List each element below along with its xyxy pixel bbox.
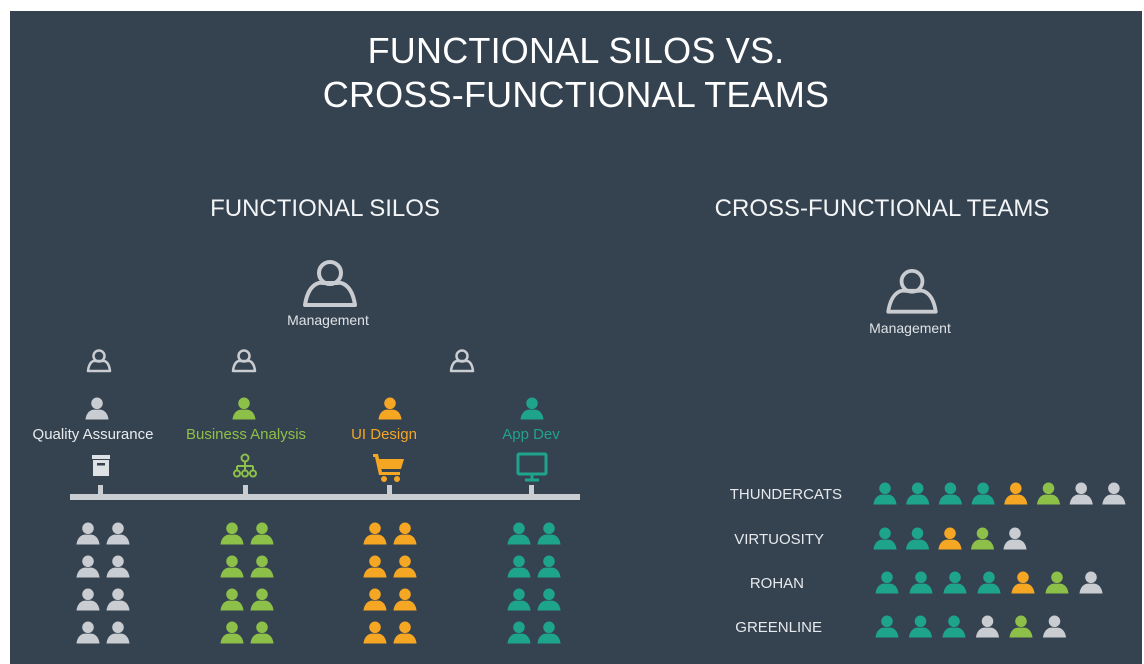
shopping-cart-icon (373, 454, 404, 482)
member-person-icon (363, 621, 387, 644)
member-person-icon (507, 522, 531, 545)
hierarchy-icon (233, 453, 257, 478)
cross-heading: CROSS-FUNCTIONAL TEAMS (714, 195, 1050, 222)
team-member-person-icon (875, 571, 899, 594)
member-person-icon (250, 522, 274, 545)
team-member-person-icon (873, 527, 897, 550)
infographic-panel: FUNCTIONAL SILOS VS. CROSS-FUNCTIONAL TE… (10, 11, 1142, 664)
team-member-person-icon (943, 571, 967, 594)
member-person-icon (393, 588, 417, 611)
team-member-person-icon (906, 482, 930, 505)
team-member-person-icon (1045, 571, 1069, 594)
member-person-icon (393, 522, 417, 545)
team-member-person-icon (909, 571, 933, 594)
member-person-icon (537, 555, 561, 578)
cross-management-label: Management (869, 320, 951, 336)
member-person-icon (220, 555, 244, 578)
dept-label-quality-assurance: Quality Assurance (32, 426, 154, 443)
member-person-icon (537, 588, 561, 611)
member-person-icon (363, 588, 387, 611)
team-member-person-icon (1004, 482, 1028, 505)
connector-bar (70, 485, 580, 500)
department-lead-person-icon (85, 397, 109, 420)
monitor-icon (516, 452, 548, 482)
member-person-icon (250, 555, 274, 578)
team-member-person-icon (942, 615, 966, 638)
department-lead-person-icon (232, 397, 256, 420)
dept-label-app-dev: App Dev (502, 426, 560, 443)
diagram-canvas (70, 260, 1126, 644)
department-lead-person-icon (378, 397, 402, 420)
team-member-person-icon (938, 482, 962, 505)
member-person-icon (106, 588, 130, 611)
department-lead-person-icon (520, 397, 544, 420)
cross-management-icon (886, 268, 938, 314)
member-person-icon (220, 621, 244, 644)
team-member-person-icon (875, 615, 899, 638)
silos-management-icon (303, 260, 357, 307)
member-person-icon (220, 522, 244, 545)
member-person-icon (393, 555, 417, 578)
member-person-icon (76, 522, 100, 545)
member-person-icon (250, 621, 274, 644)
member-person-icon (507, 555, 531, 578)
member-person-icon (76, 555, 100, 578)
team-member-person-icon (1079, 571, 1103, 594)
team-label-greenline: GREENLINE (735, 619, 822, 636)
archive-box-icon (92, 455, 110, 476)
team-member-person-icon (873, 482, 897, 505)
team-member-person-icon (1011, 571, 1035, 594)
team-label-virtuosity: VIRTUOSITY (734, 531, 824, 548)
dept-label-business-analysis: Business Analysis (185, 426, 307, 443)
manager-icon-ba (231, 349, 257, 373)
team-label-rohan: ROHAN (749, 575, 804, 592)
member-person-icon (250, 588, 274, 611)
manager-icon-qa (86, 349, 112, 373)
member-person-icon (507, 588, 531, 611)
member-person-icon (507, 621, 531, 644)
team-member-person-icon (1069, 482, 1093, 505)
team-label-thundercats: THUNDERCATS (729, 486, 842, 503)
dept-label-ui-design: UI Design (351, 426, 417, 443)
team-member-person-icon (938, 527, 962, 550)
member-person-icon (106, 555, 130, 578)
team-member-person-icon (1042, 615, 1067, 638)
member-person-icon (106, 522, 130, 545)
member-person-icon (537, 621, 561, 644)
team-member-person-icon (1036, 482, 1061, 505)
page-title: FUNCTIONAL SILOS VS. CROSS-FUNCTIONAL TE… (226, 29, 926, 117)
member-person-icon (220, 588, 244, 611)
team-member-person-icon (971, 482, 995, 505)
team-member-person-icon (905, 527, 930, 550)
title-line-1: FUNCTIONAL SILOS VS. (367, 30, 785, 71)
title-line-2: CROSS-FUNCTIONAL TEAMS (322, 74, 830, 115)
member-person-icon (537, 522, 561, 545)
manager-icon-dev (449, 349, 475, 373)
member-person-icon (76, 588, 100, 611)
member-person-icon (363, 555, 387, 578)
team-member-person-icon (908, 615, 933, 638)
member-person-icon (393, 621, 417, 644)
team-member-person-icon (1003, 527, 1027, 550)
silos-management-label: Management (287, 312, 369, 328)
member-person-icon (363, 522, 387, 545)
team-member-person-icon (970, 527, 995, 550)
member-person-icon (76, 621, 100, 644)
team-member-person-icon (975, 615, 1000, 638)
member-person-icon (106, 621, 130, 644)
silos-heading: FUNCTIONAL SILOS (210, 195, 440, 222)
team-member-person-icon (1009, 615, 1033, 638)
team-member-person-icon (977, 571, 1001, 594)
team-member-person-icon (1102, 482, 1126, 505)
